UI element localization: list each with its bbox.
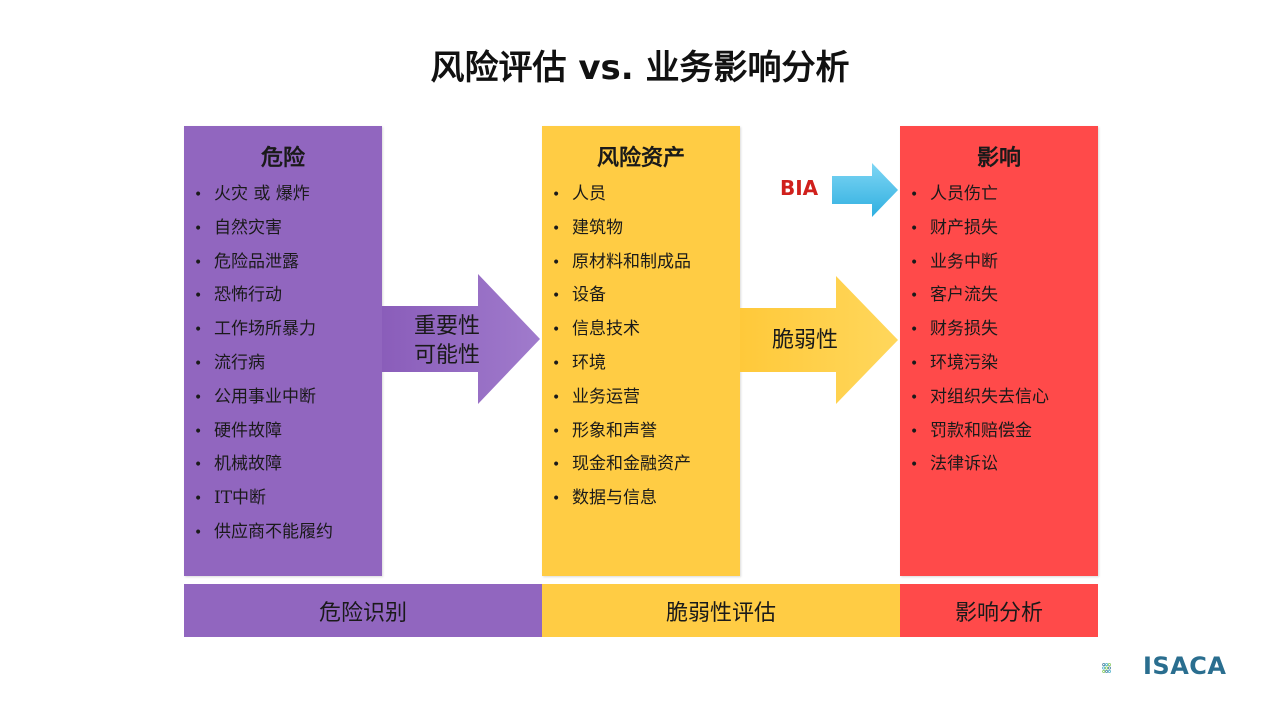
vulnerability-arrow bbox=[740, 276, 898, 404]
list-item: •业务运营 bbox=[552, 386, 640, 407]
bia-arrow bbox=[832, 163, 898, 217]
list-item: •罚款和赔偿金 bbox=[910, 420, 1032, 441]
list-item: •信息技术 bbox=[552, 319, 640, 340]
list-item: •形象和声誉 bbox=[552, 420, 657, 441]
list-item: •人员 bbox=[552, 184, 606, 204]
list-item: •机械故障 bbox=[194, 454, 282, 475]
isaca-logo-icon bbox=[1102, 663, 1111, 673]
list-item: •工作场所暴力 bbox=[194, 319, 316, 340]
list-item: •公用事业中断 bbox=[194, 386, 316, 407]
list-item: •自然灾害 bbox=[194, 217, 282, 238]
arrow-label-line1: 重要性 bbox=[413, 314, 480, 339]
list-item: •硬件故障 bbox=[194, 420, 282, 441]
page-title: 风险评估 vs. 业务影响分析 bbox=[430, 48, 850, 88]
hazards-column: 危险 •火灾 或 爆炸 •自然灾害 •危险品泄露 •恐怖行动 •工作场所暴力 •… bbox=[184, 126, 382, 576]
list-item: •恐怖行动 bbox=[194, 285, 282, 306]
assets-heading: 风险资产 bbox=[596, 145, 685, 171]
list-item: •火灾 或 爆炸 bbox=[194, 184, 310, 204]
list-item: •设备 bbox=[552, 285, 606, 306]
list-item: •建筑物 bbox=[552, 217, 623, 238]
isaca-logo-text: ISACA bbox=[1143, 652, 1227, 680]
list-item: •流行病 bbox=[194, 352, 265, 373]
assets-column: 风险资产 •人员 •建筑物 •原材料和制成品 •设备 •信息技术 •环境 •业务… bbox=[542, 126, 740, 576]
list-item: •IT中断 bbox=[194, 488, 267, 509]
list-item: •供应商不能履约 bbox=[194, 521, 333, 542]
impact-analysis-bar: 影响分析 bbox=[900, 584, 1098, 637]
hazards-list: •火灾 或 爆炸 •自然灾害 •危险品泄露 •恐怖行动 •工作场所暴力 •流行病… bbox=[184, 178, 382, 550]
list-item: •危险品泄露 bbox=[194, 251, 299, 272]
list-item: •环境 bbox=[552, 352, 606, 373]
impacts-heading: 影响 bbox=[976, 145, 1021, 171]
list-item: •现金和金融资产 bbox=[552, 454, 691, 475]
vulnerability-assessment-bar: 脆弱性评估 bbox=[542, 584, 900, 637]
list-item: •人员伤亡 bbox=[910, 184, 998, 204]
impacts-list: •人员伤亡 •财产损失 •业务中断 •客户流失 •财务损失 •环境污染 •对组织… bbox=[900, 178, 1098, 482]
likelihood-arrow-label: 重要性 可能性 bbox=[392, 312, 502, 370]
hazards-heading: 危险 bbox=[260, 145, 305, 171]
list-item: •对组织失去信心 bbox=[910, 386, 1049, 407]
list-item: •数据与信息 bbox=[552, 488, 657, 509]
impacts-column: 影响 •人员伤亡 •财产损失 •业务中断 •客户流失 •财务损失 •环境污染 •… bbox=[900, 126, 1098, 576]
bia-label: BIA bbox=[780, 176, 819, 200]
list-item: •法律诉讼 bbox=[910, 454, 998, 475]
list-item: •业务中断 bbox=[910, 251, 998, 272]
arrow-label-line2: 可能性 bbox=[413, 343, 480, 368]
list-item: •财务损失 bbox=[910, 319, 998, 340]
list-item: •客户流失 bbox=[910, 285, 998, 306]
likelihood-arrow bbox=[382, 274, 540, 404]
list-item: •原材料和制成品 bbox=[552, 251, 691, 272]
hazard-identification-bar: 危险识别 bbox=[184, 584, 542, 637]
list-item: •财产损失 bbox=[910, 217, 998, 238]
list-item: •环境污染 bbox=[910, 352, 998, 373]
assets-list: •人员 •建筑物 •原材料和制成品 •设备 •信息技术 •环境 •业务运营 •形… bbox=[542, 178, 740, 516]
vulnerability-arrow-label: 脆弱性 bbox=[771, 328, 838, 353]
